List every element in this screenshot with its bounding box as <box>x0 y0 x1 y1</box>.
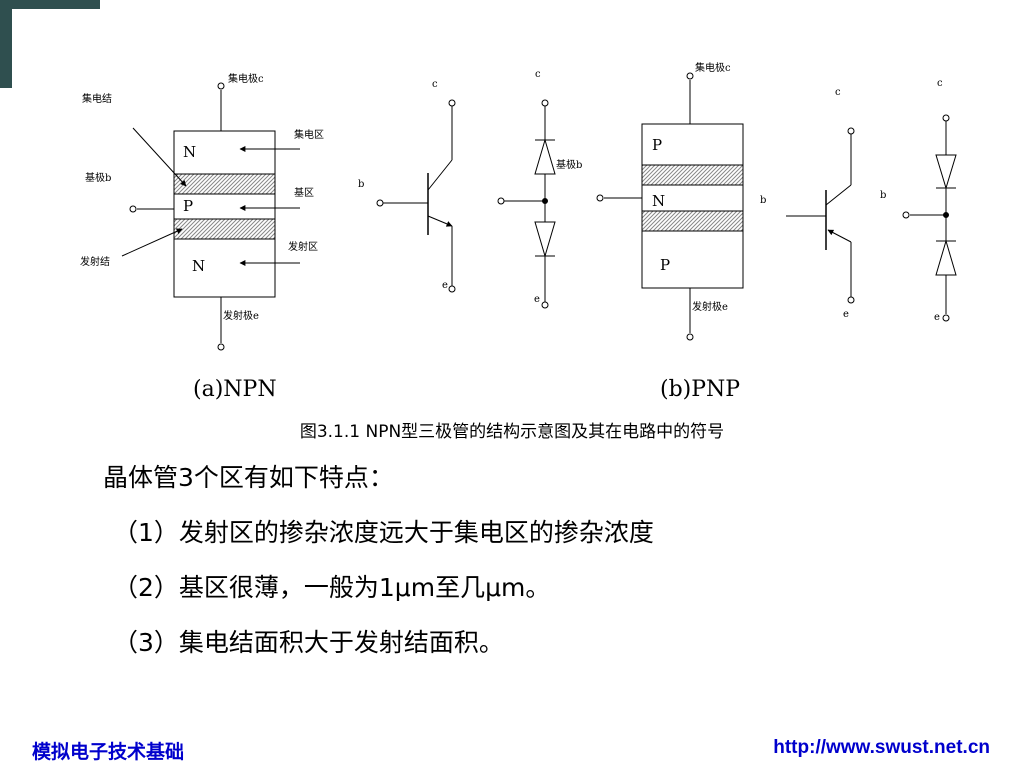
npn-diode-e-pin <box>541 301 549 309</box>
corner-accent-bar <box>0 0 12 88</box>
footer-course-title: 模拟电子技术基础 <box>32 741 185 763</box>
npn-diode-top-triangle <box>534 138 556 175</box>
npn-emitter-junction-pointer <box>121 228 183 257</box>
npn-symbol <box>376 99 456 293</box>
npn-collector-label: 集电极c <box>228 72 264 85</box>
npn-diode-bottom-triangle <box>534 221 556 258</box>
npn-base-label: 基极b <box>85 171 111 184</box>
npn-diode-e-label: e <box>534 294 540 305</box>
pnp-symbol-e-pin <box>847 296 855 304</box>
npn-collector-pin <box>217 82 225 90</box>
pnp-collector-pin <box>686 72 694 80</box>
pnp-layer-bottom: P <box>660 256 670 274</box>
pnp-diode-top-triangle <box>935 154 957 190</box>
npn-emitter-junction-label: 发射结 <box>80 255 110 268</box>
pnp-structure <box>596 72 744 341</box>
pnp-base-pin <box>596 194 604 202</box>
bullet-item-1: （1）发射区的掺杂浓度远大于集电区的掺杂浓度 <box>113 518 654 547</box>
transistor-diagram: 集电极c 发射极e 基极b 集电结 发射结 集电区 基区 发射区 N P N c… <box>80 61 957 400</box>
subcaption-pnp: (b)PNP <box>660 377 740 400</box>
pnp-layer-top: P <box>652 136 662 154</box>
pnp-symbol-c-pin <box>847 127 855 135</box>
pnp-collector-junction-layer <box>641 164 744 186</box>
pnp-body <box>641 123 744 289</box>
npn-diode-c-label: c <box>535 69 541 80</box>
npn-symbol-e-label: e <box>442 280 448 291</box>
npn-emitter-pin <box>217 343 225 351</box>
pnp-symbol <box>786 127 855 304</box>
npn-symbol-c-label: c <box>432 79 438 90</box>
pnp-collector-label: 集电极c <box>695 61 731 74</box>
pnp-diode-c-label: c <box>937 78 943 89</box>
bullet-intro: 晶体管3个区有如下特点： <box>103 463 394 492</box>
pnp-diode-e-label: e <box>934 312 940 323</box>
pnp-symbol-c-label: c <box>835 87 841 98</box>
npn-emitter-label: 发射极e <box>223 309 259 322</box>
npn-collector-junction-pointer <box>132 127 187 187</box>
npn-emitter-region-label: 发射区 <box>288 240 318 253</box>
npn-base-pin <box>129 205 137 213</box>
npn-layer-mid: P <box>183 197 193 215</box>
pnp-symbol-c-branch <box>825 184 852 206</box>
figure-caption: 图3.1.1 NPN型三极管的结构示意图及其在电路中的符号 <box>299 422 725 442</box>
pnp-emitter-pin <box>686 333 694 341</box>
npn-base-region-label: 基区 <box>294 186 314 199</box>
pnp-diode-bottom-triangle <box>935 239 957 276</box>
npn-diode-b-label: 基极b <box>556 158 582 171</box>
npn-structure <box>121 82 300 351</box>
pnp-diode-b-label: b <box>880 190 886 201</box>
subcaption-npn: (a)NPN <box>193 377 277 400</box>
pnp-base-label: b <box>760 195 766 206</box>
npn-collector-junction-layer <box>173 173 276 195</box>
npn-collector-junction-label: 集电结 <box>82 92 112 105</box>
pnp-emitter-junction-layer <box>641 210 744 232</box>
pnp-diode-model <box>902 114 957 322</box>
npn-body <box>173 130 276 298</box>
footer-url-link[interactable]: http://www.swust.net.cn <box>773 737 990 758</box>
npn-symbol-c-branch <box>427 159 453 191</box>
pnp-diode-c-pin <box>942 114 950 122</box>
pnp-diode-e-pin <box>942 314 950 322</box>
npn-symbol-emitter-arrow <box>427 215 453 227</box>
npn-symbol-e-pin <box>448 285 456 293</box>
pnp-diode-b-pin <box>902 211 910 219</box>
npn-layer-top: N <box>183 143 196 161</box>
npn-layer-bottom: N <box>192 257 205 275</box>
npn-symbol-b-pin <box>376 199 384 207</box>
npn-diode-model <box>497 99 556 309</box>
pnp-symbol-e-label: e <box>843 309 849 320</box>
npn-diode-c-pin <box>541 99 549 107</box>
npn-symbol-b-label: b <box>358 179 364 190</box>
bullet-list: 晶体管3个区有如下特点： （1）发射区的掺杂浓度远大于集电区的掺杂浓度 （2）基… <box>103 465 654 685</box>
bullet-item-2: （2）基区很薄，一般为1μm至几μm。 <box>113 573 551 602</box>
npn-collector-region-label: 集电区 <box>294 128 324 141</box>
corner-accent-bar-top <box>0 0 100 9</box>
pnp-symbol-emitter-arrow <box>827 229 852 243</box>
npn-emitter-junction-layer <box>173 218 276 240</box>
npn-symbol-c-pin <box>448 99 456 107</box>
pnp-emitter-label: 发射极e <box>692 300 728 313</box>
npn-diode-b-pin <box>497 197 505 205</box>
bullet-item-3: （3）集电结面积大于发射结面积。 <box>113 628 504 657</box>
pnp-layer-mid: N <box>652 192 665 210</box>
